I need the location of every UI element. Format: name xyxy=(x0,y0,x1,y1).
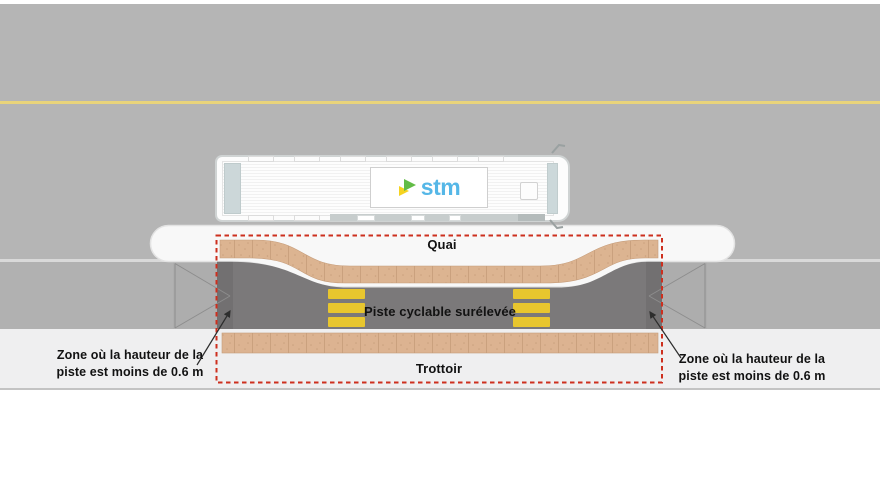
ramp-left xyxy=(173,262,231,329)
zone-arrow-right xyxy=(649,311,682,359)
platform-edge-ramp xyxy=(219,239,659,284)
road-center-line xyxy=(0,101,880,104)
bus-roof-hatch xyxy=(294,215,320,221)
bus-roof-hatch xyxy=(478,156,504,162)
bus-mirror-icon xyxy=(551,143,566,154)
zone-note-right-line1: Zone où la hauteur de la xyxy=(678,352,826,366)
bus-roof-hatch xyxy=(432,156,458,162)
stm-logo-text: stm xyxy=(420,174,461,200)
stm-logo-panel: stm xyxy=(370,167,488,208)
bus-roof-hatch xyxy=(248,215,274,221)
bike-path-label: Piste cyclable surélevée xyxy=(363,304,516,319)
sidewalk-label: Trottoir xyxy=(415,361,463,376)
zone-note-right-line2: piste est moins de 0.6 m xyxy=(678,369,826,383)
platform-label: Quai xyxy=(427,237,457,252)
zone-note-right: Zone où la hauteur de la piste est moins… xyxy=(674,351,830,385)
zone-note-left: Zone où la hauteur de la piste est moins… xyxy=(52,347,208,381)
bus-door xyxy=(411,215,425,221)
zone-note-left-line2: piste est moins de 0.6 m xyxy=(56,365,204,379)
bus-top-view: stm xyxy=(215,155,570,222)
crossing-marking-right xyxy=(513,289,550,327)
bus-roof-vent xyxy=(520,182,538,200)
sidewalk-tactile-strip xyxy=(221,332,659,354)
crossing-marking-left xyxy=(328,289,365,327)
bus-door xyxy=(449,215,461,221)
ramp-right xyxy=(648,262,707,329)
sidewalk-curb-line xyxy=(0,388,880,390)
stm-chevron-icon xyxy=(398,178,416,196)
zone-arrow-left xyxy=(196,309,231,366)
bus-roof-hatch xyxy=(386,156,412,162)
bus-windshield xyxy=(547,163,558,214)
bus-engine-panel xyxy=(518,214,545,221)
bus-roof-hatch xyxy=(248,156,274,162)
bus-door-band xyxy=(330,214,545,221)
bus-mirror-icon xyxy=(549,219,564,230)
bus-roof-hatch xyxy=(340,156,366,162)
bus-rear-window xyxy=(224,163,241,214)
bus-roof-hatch xyxy=(294,156,320,162)
zone-note-left-line1: Zone où la hauteur de la xyxy=(56,348,204,362)
bus-door xyxy=(357,215,375,221)
